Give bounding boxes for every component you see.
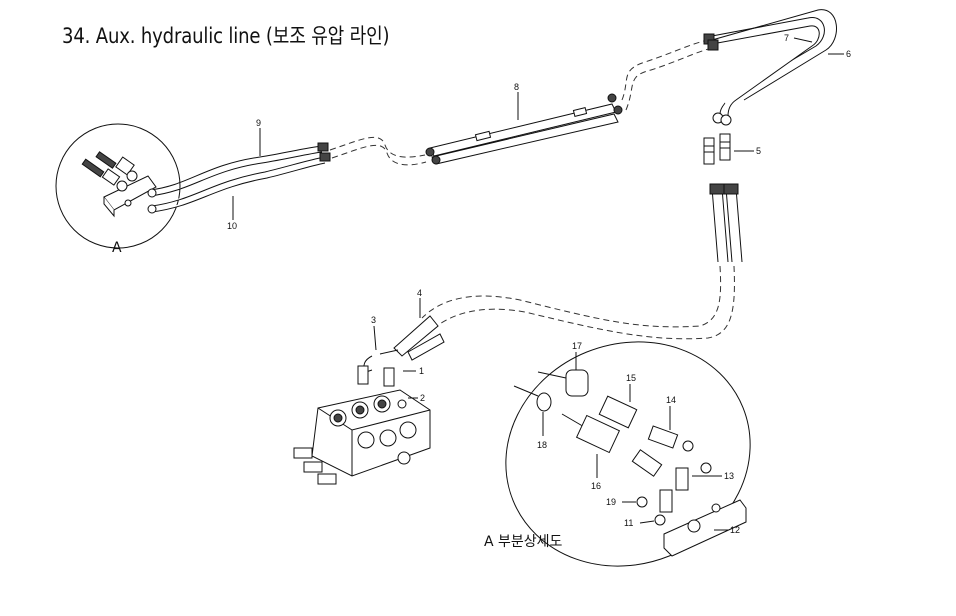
pipe-8 (425, 93, 623, 165)
detail-circle-right (505, 341, 751, 567)
callout-19: 19 (606, 497, 616, 507)
callout-6: 6 (846, 49, 851, 59)
control-valve (293, 389, 431, 485)
callout-4: 4 (417, 288, 422, 298)
callout-3: 3 (371, 315, 376, 325)
callout-1: 1 (419, 366, 424, 376)
callout-11: 11 (624, 518, 633, 528)
callout-8: 8 (514, 82, 519, 92)
detail-parts (513, 369, 747, 557)
callout-7: 7 (784, 33, 789, 43)
hose-6-7 (703, 9, 837, 126)
hose-3-4 (357, 315, 445, 387)
callout-10: 10 (227, 221, 237, 231)
detail-caption: A 부분상세도 (484, 534, 563, 550)
left-valve-assembly (81, 151, 157, 218)
callout-12: 12 (730, 525, 740, 535)
callout-16: 16 (591, 481, 601, 491)
detail-circle-left (55, 123, 181, 249)
callout-2: 2 (420, 393, 425, 403)
callout-18: 18 (537, 440, 547, 450)
diagram-title: 34. Aux. hydraulic line (보조 유압 라인) (62, 24, 390, 48)
fitting-5 (703, 133, 731, 165)
vertical-hoses (709, 183, 743, 263)
callout-14: 14 (666, 395, 676, 405)
callout-9: 9 (256, 118, 261, 128)
hose-9-10 (147, 142, 331, 214)
callout-17: 17 (572, 341, 582, 351)
callout-15: 15 (626, 373, 636, 383)
callout-5: 5 (756, 146, 761, 156)
callouts: 1 2 3 4 5 6 7 8 9 10 11 12 13 14 15 16 1… (227, 33, 851, 535)
callout-13: 13 (724, 471, 734, 481)
